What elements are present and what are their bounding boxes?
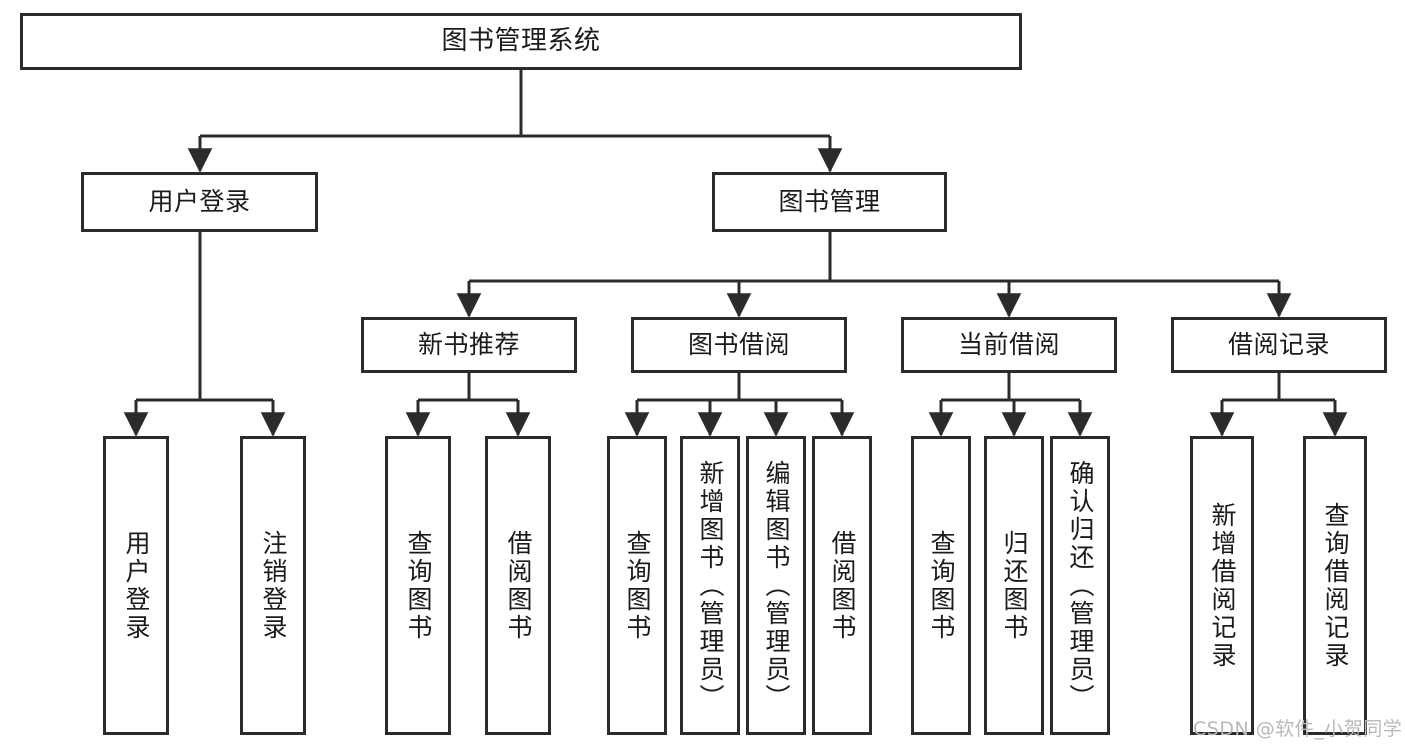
node-current[interactable]: 当前借阅: [901, 317, 1117, 373]
node-label-current: 当前借阅: [957, 330, 1060, 360]
node-label-leaf-bo-query: 查询图书: [623, 529, 652, 642]
node-leaf-bo-query[interactable]: 查询图书: [607, 436, 667, 735]
node-label-leaf-nb-borrow: 借阅图书: [504, 529, 533, 642]
node-label-leaf-bo-borrow: 借阅图书: [828, 529, 857, 642]
node-root[interactable]: 图书管理系统: [20, 13, 1022, 70]
csdn-watermark: CSDN @软件_小贺同学: [1193, 718, 1403, 740]
node-label-leaf-re-add: 新增借阅记录: [1208, 501, 1237, 670]
node-leaf-nb-query[interactable]: 查询图书: [385, 436, 451, 735]
node-login[interactable]: 用户登录: [81, 172, 318, 232]
node-leaf-re-query[interactable]: 查询借阅记录: [1303, 436, 1367, 735]
node-leaf-bo-borrow[interactable]: 借阅图书: [812, 436, 872, 735]
node-label-leaf-cu-return: 归还图书: [1000, 529, 1029, 642]
node-label-login: 用户登录: [148, 187, 251, 217]
node-label-leaf-bo-add: 新增图书（管理员）: [696, 459, 725, 712]
node-label-leaf-nb-query: 查询图书: [404, 529, 433, 642]
node-newbook[interactable]: 新书推荐: [361, 317, 577, 373]
node-leaf-logout[interactable]: 注销登录: [240, 436, 306, 735]
node-label-newbook: 新书推荐: [417, 330, 520, 360]
node-label-leaf-bo-edit: 编辑图书（管理员）: [762, 459, 791, 712]
node-label-leaf-cu-query: 查询图书: [927, 529, 956, 642]
node-leaf-cu-query[interactable]: 查询图书: [911, 436, 971, 735]
node-leaf-bo-edit[interactable]: 编辑图书（管理员）: [746, 436, 806, 735]
node-label-leaf-cu-confirm: 确认归还（管理员）: [1066, 459, 1095, 712]
node-label-root: 图书管理系统: [441, 26, 601, 57]
node-leaf-cu-confirm[interactable]: 确认归还（管理员）: [1050, 436, 1110, 735]
node-label-bookmgmt: 图书管理: [778, 187, 881, 217]
node-label-leaf-re-query: 查询借阅记录: [1321, 501, 1350, 670]
node-leaf-login[interactable]: 用户登录: [103, 436, 169, 735]
node-leaf-cu-return[interactable]: 归还图书: [984, 436, 1044, 735]
node-label-leaf-login: 用户登录: [122, 529, 151, 642]
node-leaf-nb-borrow[interactable]: 借阅图书: [485, 436, 551, 735]
node-label-borrow: 图书借阅: [687, 330, 790, 360]
node-leaf-bo-add[interactable]: 新增图书（管理员）: [680, 436, 740, 735]
node-leaf-re-add[interactable]: 新增借阅记录: [1190, 436, 1254, 735]
node-borrow[interactable]: 图书借阅: [631, 317, 847, 373]
node-label-leaf-logout: 注销登录: [259, 529, 288, 642]
node-bookmgmt[interactable]: 图书管理: [712, 172, 947, 232]
node-label-records: 借阅记录: [1227, 330, 1330, 360]
node-records[interactable]: 借阅记录: [1171, 317, 1387, 373]
